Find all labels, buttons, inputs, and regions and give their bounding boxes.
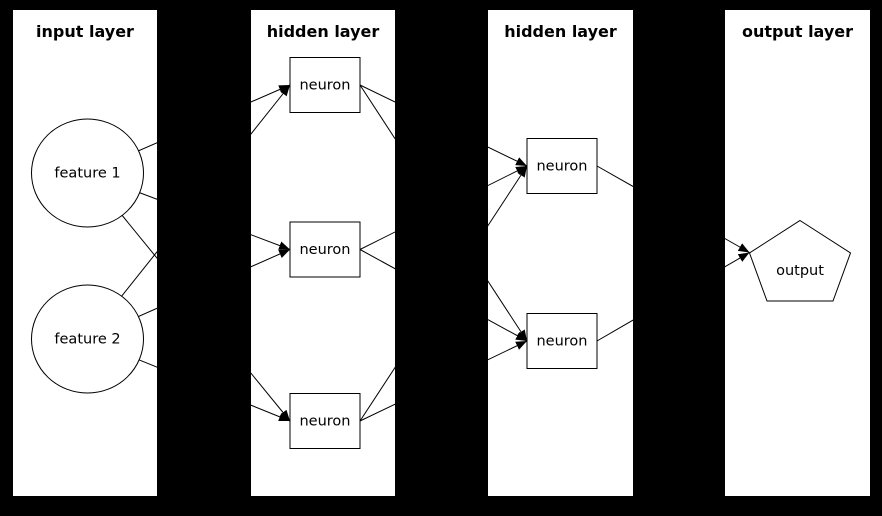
- h2-neuron-1-box: [526, 138, 598, 194]
- h1-neuron-2-label: neuron: [299, 242, 350, 258]
- h1-neuron-1-label: neuron: [299, 78, 350, 94]
- h2-neuron-1-label: neuron: [536, 159, 587, 175]
- node-output: output: [748, 219, 852, 302]
- node-h2-neuron-1: neuron: [526, 138, 598, 194]
- edge-h1n2-h2n1: [359, 165, 528, 250]
- feature-2-circle: [31, 284, 144, 394]
- output-pentagon: [748, 219, 852, 302]
- node-h1-neuron-3: neuron: [289, 393, 361, 449]
- node-h1-neuron-2: neuron: [289, 221, 361, 278]
- node-feature-1: feature 1: [31, 118, 144, 228]
- edge-h1n1-h2n1: [359, 84, 528, 167]
- node-h1-neuron-1: neuron: [289, 57, 361, 113]
- input-layer-title: input layer: [36, 22, 134, 41]
- edge-h1n3-h2n1: [359, 165, 528, 422]
- node-feature-2: feature 2: [31, 284, 144, 394]
- edge-h2n2-output: [596, 252, 750, 342]
- edge-h1n1-h2n2: [359, 84, 528, 342]
- h1-neuron-3-box: [289, 393, 361, 449]
- output-label: output: [776, 263, 824, 279]
- h1-neuron-3-label: neuron: [299, 414, 350, 430]
- h2-neuron-2-box: [526, 313, 598, 369]
- output-layer-title: output layer: [742, 22, 853, 41]
- panel-hidden-layer-2: [488, 10, 633, 496]
- feature-1-circle: [31, 118, 144, 228]
- h1-neuron-2-box: [289, 221, 361, 278]
- h1-neuron-1-box: [289, 57, 361, 113]
- feature-1-label: feature 1: [54, 166, 120, 182]
- hidden-layer-1-title: hidden layer: [267, 22, 380, 41]
- edge-h1n3-h2n2: [359, 340, 528, 422]
- hidden-layer-2-title: hidden layer: [504, 22, 617, 41]
- edge-h2n1-output: [596, 165, 750, 253]
- node-h2-neuron-2: neuron: [526, 313, 598, 369]
- feature-2-label: feature 2: [54, 332, 120, 348]
- h2-neuron-2-label: neuron: [536, 334, 587, 350]
- edge-h1n2-h2n2: [359, 249, 528, 342]
- panel-input-layer: [13, 10, 157, 496]
